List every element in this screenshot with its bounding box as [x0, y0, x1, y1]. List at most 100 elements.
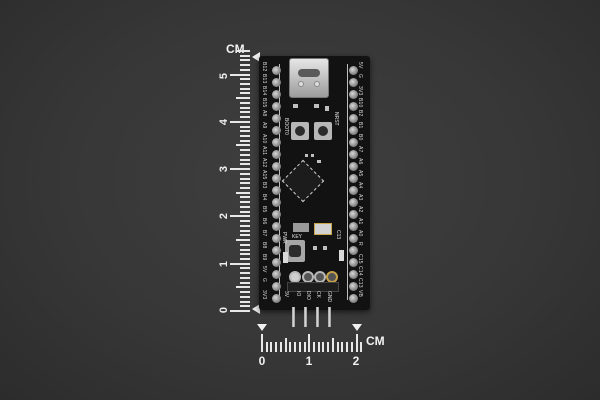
smd-component: [323, 246, 327, 250]
ruler-tick: [303, 342, 306, 352]
ruler-tick: [240, 78, 250, 81]
smd-component: [317, 160, 321, 163]
header-pin-leg: [292, 307, 295, 327]
ruler-tick: [240, 87, 250, 90]
ruler-tick: [236, 49, 250, 52]
ruler-tick: [331, 338, 334, 352]
right-pin-label: A0: [357, 230, 363, 237]
usb-mount-dot: [298, 81, 304, 87]
left-pin: [272, 234, 281, 243]
button-cap: [318, 126, 328, 136]
vertical-ruler: CM 5 4 3 2 1 0: [218, 42, 262, 320]
right-pin: [349, 282, 358, 291]
ruler-tick: [240, 92, 250, 95]
hruler-label-0: 0: [258, 354, 266, 368]
right-pin: [349, 198, 358, 207]
right-pin-label: B1: [357, 122, 363, 129]
ruler-tick: [240, 139, 250, 142]
right-pin: [349, 162, 358, 171]
right-pin-label: C13: [357, 278, 363, 288]
vruler-label-3: 3: [218, 165, 230, 173]
ruler-tick: [230, 215, 250, 218]
ruler-tick: [298, 342, 301, 352]
left-pin-label: A9: [261, 122, 267, 129]
ruler-tick: [240, 234, 250, 237]
right-pin: [349, 258, 358, 267]
left-pin-label: A8: [261, 110, 267, 117]
ruler-tick: [240, 59, 250, 62]
ruler-tick: [240, 295, 250, 298]
right-pin-label: 3V3: [357, 86, 363, 96]
left-pin: [272, 150, 281, 159]
left-pin-label: A10: [261, 134, 267, 144]
ruler-tick: [284, 338, 287, 352]
nrst-button[interactable]: [314, 122, 332, 140]
ruler-tick: [355, 334, 358, 352]
ruler-bottom-arrow-icon: [252, 304, 260, 314]
key-label: KEY: [292, 234, 303, 240]
ruler-tick: [240, 229, 250, 232]
ruler-tick: [294, 342, 297, 352]
left-pin: [272, 210, 281, 219]
ruler-tick: [230, 310, 250, 312]
right-pin: [349, 138, 358, 147]
right-pin-label: B0: [357, 134, 363, 141]
ruler-left-arrow-icon: [257, 324, 267, 331]
right-pin: [349, 210, 358, 219]
right-pin-label: A1: [357, 218, 363, 225]
vruler-label-4: 4: [218, 118, 230, 126]
smd-component: [293, 104, 298, 108]
ruler-tick: [240, 116, 250, 119]
ruler-tick: [236, 239, 250, 242]
ruler-tick: [240, 177, 250, 180]
ruler-tick: [289, 342, 292, 352]
smd-component: [305, 154, 308, 157]
ruler-tick: [313, 342, 316, 352]
left-pin-label: B5: [261, 206, 267, 213]
left-pin-label: G: [261, 278, 267, 283]
right-pin-label: B2: [357, 110, 363, 117]
ruler-tick: [240, 125, 250, 128]
ruler-tick: [230, 73, 250, 76]
key-button[interactable]: [285, 240, 305, 262]
left-pin: [272, 258, 281, 267]
right-pin-label: A6: [357, 158, 363, 165]
swd-label-ck: CK: [315, 291, 321, 298]
right-pin: [349, 126, 358, 135]
right-pin-label: R: [357, 242, 363, 246]
hruler-label-1: 1: [305, 354, 313, 368]
button-cap: [295, 126, 305, 136]
ruler-tick: [350, 342, 353, 352]
ruler-tick: [240, 153, 250, 156]
right-pin-label: VB: [357, 290, 363, 298]
left-rail-line: [279, 64, 280, 300]
left-pin-label: B3: [261, 182, 267, 189]
smd-component: [293, 223, 309, 232]
left-pin: [272, 78, 281, 87]
vruler-label-5: 5: [218, 72, 230, 80]
left-pin: [272, 246, 281, 255]
vruler-label-0: 0: [218, 306, 230, 314]
left-pin-label: B8: [261, 242, 267, 249]
left-pin-label: 3V3: [261, 290, 267, 300]
vertical-ruler-unit: CM: [226, 42, 245, 56]
right-pin: [349, 234, 358, 243]
ruler-tick: [336, 342, 339, 352]
boot0-label: BOOT0: [283, 118, 289, 135]
ruler-tick: [240, 253, 250, 256]
ruler-tick: [317, 342, 320, 352]
left-pin: [272, 138, 281, 147]
swd-label-gnd: GND: [326, 291, 332, 303]
ruler-tick: [360, 342, 363, 352]
usb-mount-dot: [314, 81, 320, 87]
left-pin: [272, 162, 281, 171]
ruler-tick: [236, 191, 250, 194]
ruler-tick: [240, 205, 250, 208]
ruler-tick: [240, 149, 250, 152]
boot0-button[interactable]: [291, 122, 309, 140]
ruler-tick: [240, 201, 250, 204]
c13-label: C13: [335, 230, 341, 240]
ruler-tick: [240, 291, 250, 294]
microcontroller-chip: [281, 159, 325, 203]
usb-c-port: [298, 69, 320, 77]
